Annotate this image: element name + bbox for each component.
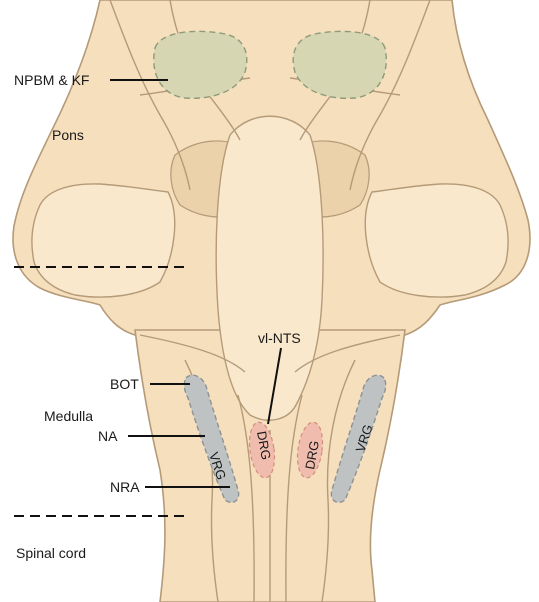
na-label: NA — [98, 428, 118, 444]
npbm-kf-label: NPBM & KF — [14, 72, 89, 88]
vl-nts-label: vl-NTS — [258, 330, 301, 346]
brainstem-illustration — [13, 0, 530, 602]
left-lobe — [32, 184, 175, 297]
bot-label: BOT — [110, 376, 139, 392]
right-lobe — [365, 184, 508, 297]
nra-label: NRA — [110, 479, 140, 495]
npbm-kf-nucleus-right — [293, 31, 386, 98]
npbm-kf-nucleus-left — [154, 31, 247, 98]
spinal-cord-label: Spinal cord — [16, 545, 86, 561]
midline-column — [216, 116, 323, 420]
pons-label: Pons — [52, 127, 84, 143]
medulla-label: Medulla — [44, 408, 93, 424]
